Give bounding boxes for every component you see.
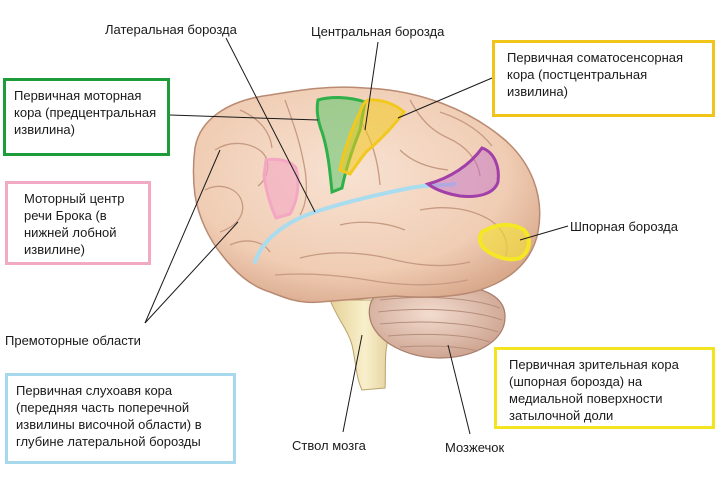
somato-line-2: кора (постцентральная [507,67,648,82]
leader-premotor-2 [144,221,239,324]
broca-area-region [262,157,300,220]
leader-premotor-1 [144,149,221,324]
auditory-line-2: (передняя часть поперечной [16,400,190,415]
somato-line-1: Первичная соматосенсорная [507,50,684,65]
visual-line-2: (шпорная борозда) на [509,374,643,389]
auditory-line-3: извилины височной области) в [16,417,202,432]
auditory-cortex-box: Первичная слухоавя кора (передняя часть … [5,373,236,464]
cerebrum-shape [192,86,541,304]
motor-cortex-line-3: извилина) [14,122,75,137]
broca-line-4: извилине) [24,242,85,257]
leader-cerebellum [447,344,471,435]
central-sulcus-label: Центральная борозда [311,24,445,39]
motor-cortex-box: Первичная моторная кора (предцентральная… [3,78,170,156]
somatosensory-cortex-region [338,98,407,176]
parietal-purple-region [424,146,500,198]
broca-line-2: речи Брока (в [24,208,107,223]
calcarine-sulcus-label: Шпорная борозда [570,219,678,234]
auditory-line-1: Первичная слухоавя кора [16,383,173,398]
visual-cortex-box: Первичная зрительная кора (шпорная бороз… [494,347,715,429]
visual-line-4: затылочной доли [509,408,614,423]
visual-cortex-region [477,223,531,262]
somatosensory-cortex-box: Первичная соматосенсорная кора (постцент… [492,40,715,117]
leader-motor [169,114,319,121]
motor-cortex-region [315,96,367,195]
broca-area-box: Моторный центр речи Брока (в нижней лобн… [5,181,151,265]
motor-cortex-line-1: Первичная моторная [14,88,142,103]
visual-line-1: Первичная зрительная кора [509,357,679,372]
leader-central [364,41,379,131]
broca-line-3: нижней лобной [24,225,117,240]
leader-calcarine [519,225,569,241]
brainstem-label: Ствол мозга [292,438,366,453]
auditory-line-4: глубине латеральной борозды [16,434,201,449]
cerebellum-label: Мозжечок [445,440,505,455]
leader-somato [397,77,493,119]
motor-cortex-line-2: кора (предцентральная [14,105,157,120]
lateral-sulcus-label: Латеральная борозда [105,22,237,37]
visual-line-3: медиальной поверхности [509,391,663,406]
broca-line-1: Моторный центр [24,191,125,206]
leader-brainstem [342,334,363,433]
leader-lateral [225,37,316,213]
somato-line-3: извилина) [507,84,568,99]
premotor-areas-label: Премоторные области [5,333,141,348]
